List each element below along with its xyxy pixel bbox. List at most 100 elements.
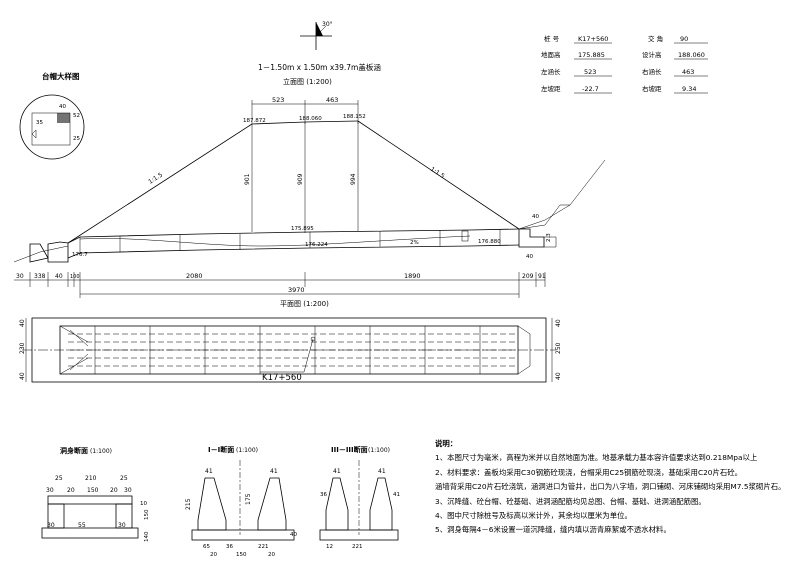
svg-text:176.880: 176.880 bbox=[478, 239, 501, 245]
svg-text:175.895: 175.895 bbox=[291, 226, 314, 232]
svg-text:150: 150 bbox=[87, 487, 99, 494]
section-1-title: I－I断面 bbox=[208, 445, 234, 454]
drawing-title: 1－1.50m x 1.50m x39.7m盖板涵 bbox=[258, 62, 381, 72]
svg-text:K17+560: K17+560 bbox=[578, 35, 608, 43]
svg-text:36: 36 bbox=[226, 544, 233, 550]
station-label: K17+560 bbox=[262, 373, 302, 383]
svg-text:150: 150 bbox=[236, 552, 247, 558]
svg-text:463: 463 bbox=[326, 96, 338, 104]
svg-text:3970: 3970 bbox=[288, 286, 305, 294]
svg-text:30: 30 bbox=[124, 487, 132, 494]
svg-text:41: 41 bbox=[205, 468, 213, 475]
svg-text:20: 20 bbox=[268, 552, 275, 558]
svg-text:175.885: 175.885 bbox=[578, 51, 605, 59]
note-item: 5、洞身每隔4－6米设置一道沉降缝，缝内填以沥青麻絮或不透水材料。 bbox=[435, 525, 671, 535]
elevation-view: 523 463 187.872 188.060 188.152 1:1.5 1:… bbox=[13, 96, 606, 298]
svg-text:地面高: 地面高 bbox=[541, 50, 561, 59]
svg-text:338: 338 bbox=[34, 273, 46, 280]
svg-text:40: 40 bbox=[55, 273, 63, 280]
section-body-title: 洞身断面 bbox=[60, 446, 88, 455]
svg-text:40: 40 bbox=[526, 254, 533, 260]
svg-text:-22.7: -22.7 bbox=[582, 85, 599, 93]
note-item: 3、沉降缝、砼台帽、砼基础、进洞涵配筋均见总图、台帽、基础、进洞涵配筋图。 bbox=[435, 496, 706, 506]
svg-text:40: 40 bbox=[555, 319, 562, 327]
svg-text:40: 40 bbox=[532, 214, 539, 220]
svg-text:(1:100): (1:100) bbox=[236, 447, 258, 454]
section-3-title: III－III断面 bbox=[331, 445, 368, 454]
svg-text:90: 90 bbox=[680, 35, 688, 43]
svg-text:设计高: 设计高 bbox=[642, 50, 662, 59]
svg-text:25: 25 bbox=[120, 475, 128, 482]
elevation-title: 立面图 (1:200) bbox=[283, 77, 332, 86]
svg-text:交 角: 交 角 bbox=[648, 34, 663, 43]
svg-text:40: 40 bbox=[59, 104, 66, 110]
svg-text:右涵长: 右涵长 bbox=[642, 67, 662, 76]
svg-text:188.152: 188.152 bbox=[343, 114, 366, 120]
svg-text:994: 994 bbox=[350, 173, 357, 185]
svg-text:桩 号: 桩 号 bbox=[544, 34, 560, 43]
svg-text:150: 150 bbox=[144, 509, 150, 520]
north-arrow-icon: 30° bbox=[300, 21, 333, 50]
svg-text:30: 30 bbox=[118, 522, 126, 529]
note-item: 2、材料要求：盖板均采用C30钢筋砼现浇，台帽采用C25钢筋砼现浇，基础采用C2… bbox=[435, 467, 743, 477]
svg-text:左涵长: 左涵长 bbox=[541, 67, 561, 76]
svg-text:右坡距: 右坡距 bbox=[642, 84, 662, 93]
svg-text:20: 20 bbox=[210, 552, 217, 558]
svg-text:9.34: 9.34 bbox=[682, 85, 696, 93]
svg-text:20: 20 bbox=[110, 487, 118, 494]
svg-text:41: 41 bbox=[270, 468, 278, 475]
svg-text:215: 215 bbox=[185, 498, 192, 510]
svg-text:1:1.5: 1:1.5 bbox=[147, 171, 164, 185]
svg-text:52: 52 bbox=[73, 113, 80, 119]
svg-text:41: 41 bbox=[393, 492, 400, 498]
svg-text:25: 25 bbox=[73, 136, 80, 142]
svg-text:40: 40 bbox=[555, 372, 562, 380]
svg-text:250: 250 bbox=[555, 342, 562, 354]
cap-detail-circle: 40 52 35 25 bbox=[19, 94, 85, 160]
svg-text:2%: 2% bbox=[410, 240, 419, 246]
svg-text:30: 30 bbox=[47, 522, 55, 529]
svg-text:176.7: 176.7 bbox=[72, 252, 88, 258]
svg-text:30: 30 bbox=[16, 273, 24, 280]
section-1: 41 41 215 175 40 65 36 221 20 150 20 bbox=[185, 460, 297, 558]
svg-text:40: 40 bbox=[19, 319, 26, 327]
note-item: 涵墙背采用C20片石砼浇筑，涵洞进口为管井，出口为八字墙，洞口铺砌、河床铺砌均采… bbox=[435, 482, 786, 492]
svg-text:1890: 1890 bbox=[404, 272, 421, 280]
svg-text:210: 210 bbox=[85, 475, 97, 482]
svg-text:463: 463 bbox=[682, 68, 694, 76]
svg-text:41: 41 bbox=[333, 468, 341, 475]
svg-text:221: 221 bbox=[352, 544, 363, 550]
svg-text:41: 41 bbox=[378, 468, 386, 475]
svg-text:100: 100 bbox=[70, 274, 80, 280]
svg-text:187.872: 187.872 bbox=[243, 118, 266, 124]
svg-text:(1:100): (1:100) bbox=[368, 447, 390, 454]
svg-text:12: 12 bbox=[326, 544, 333, 550]
svg-text:10: 10 bbox=[140, 501, 147, 507]
north-angle: 30° bbox=[322, 21, 333, 28]
svg-text:140: 140 bbox=[144, 531, 150, 542]
plan-view: K17+560 40 230 40 40 250 40 bbox=[19, 317, 562, 383]
svg-text:221: 221 bbox=[258, 544, 269, 550]
svg-text:175: 175 bbox=[245, 493, 252, 505]
svg-text:2.3: 2.3 bbox=[546, 233, 552, 242]
svg-text:(1:100): (1:100) bbox=[90, 448, 112, 455]
svg-text:40: 40 bbox=[19, 372, 26, 380]
svg-text:65: 65 bbox=[203, 544, 210, 550]
svg-text:55: 55 bbox=[78, 522, 86, 529]
info-table: 桩 号 K17+560 交 角 90 地面高 175.885 设计高 188.0… bbox=[541, 34, 708, 94]
svg-text:35: 35 bbox=[36, 120, 43, 126]
svg-text:188.060: 188.060 bbox=[678, 51, 705, 59]
svg-text:2080: 2080 bbox=[186, 272, 203, 280]
section-body: 25 210 25 30 20 150 20 30 10 150 140 30 … bbox=[41, 475, 150, 542]
drawing-canvas: 30° 1－1.50m x 1.50m x39.7m盖板涵 立面图 (1:200… bbox=[13, 21, 708, 558]
svg-text:901: 901 bbox=[244, 173, 251, 185]
svg-text:909: 909 bbox=[297, 173, 304, 185]
svg-text:30: 30 bbox=[46, 487, 54, 494]
note-item: 1、本图尺寸为毫米，高程为米并以自然地面为准。地基承载力基本容许值要求达到0.2… bbox=[435, 453, 758, 463]
notes-block: 说明： 1、本图尺寸为毫米，高程为米并以自然地面为准。地基承载力基本容许值要求达… bbox=[435, 437, 786, 538]
svg-text:230: 230 bbox=[19, 342, 26, 354]
svg-text:20: 20 bbox=[67, 487, 75, 494]
svg-text:25: 25 bbox=[55, 475, 63, 482]
svg-text:188.060: 188.060 bbox=[299, 116, 322, 122]
svg-text:左坡距: 左坡距 bbox=[541, 84, 561, 93]
